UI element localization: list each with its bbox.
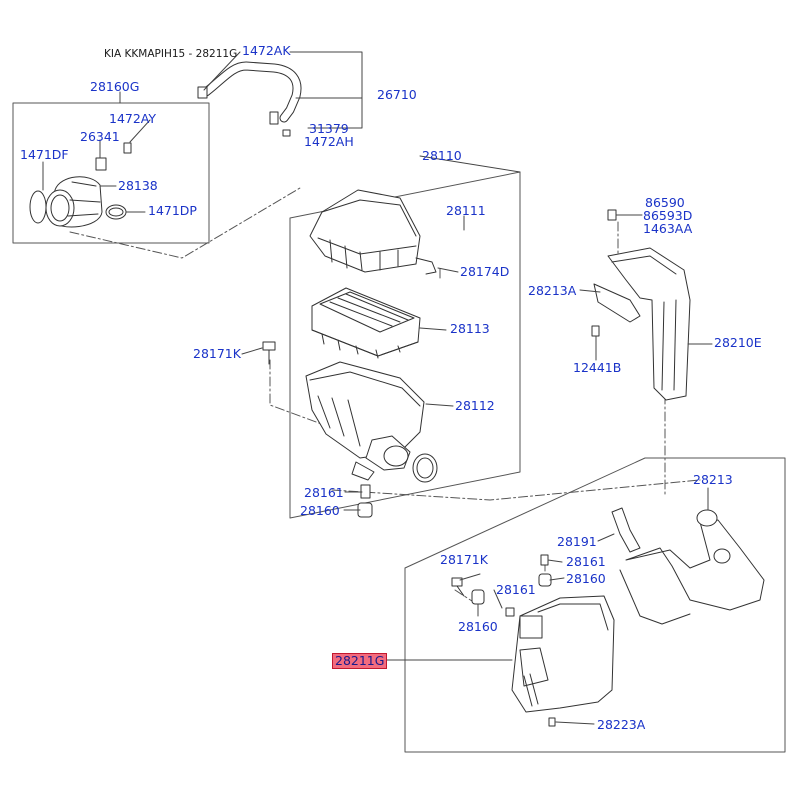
housing-28211g	[451, 554, 615, 727]
hose-26710	[197, 61, 302, 137]
leader-lines	[42, 51, 713, 725]
part-label-28213[interactable]: 28213	[693, 472, 733, 487]
part-label-28161-right[interactable]: 28161	[566, 554, 606, 569]
group-frame-28211g	[404, 457, 786, 753]
part-label-28174d[interactable]: 28174D	[460, 264, 510, 279]
part-label-28111[interactable]: 28111	[446, 203, 486, 218]
part-label-28223a[interactable]: 28223A	[597, 717, 646, 732]
air-cleaner-body-28112	[305, 361, 438, 483]
part-label-28113[interactable]: 28113	[450, 321, 490, 336]
part-label-86590[interactable]: 86590	[645, 195, 685, 210]
part-label-1472ah[interactable]: 1472AH	[304, 134, 354, 149]
part-label-28160-right[interactable]: 28160	[566, 571, 606, 586]
air-guide-28210e	[591, 209, 691, 401]
part-label-28160-top[interactable]: 28160	[300, 503, 340, 518]
part-label-28160g[interactable]: 28160G	[90, 79, 140, 94]
part-label-28161-top[interactable]: 28161	[304, 485, 344, 500]
group-frame-28160g	[12, 102, 210, 244]
part-label-86593d[interactable]: 86593D	[643, 208, 693, 223]
part-label-28211g-highlighted[interactable]: 28211G	[332, 653, 388, 669]
part-label-28160-bottom[interactable]: 28160	[458, 619, 498, 634]
part-label-28110[interactable]: 28110	[422, 148, 462, 163]
air-cleaner-cover-28111	[309, 189, 437, 275]
part-label-28161-mid[interactable]: 28161	[496, 582, 536, 597]
part-label-1472ak[interactable]: 1472AK	[242, 43, 291, 58]
part-label-28138[interactable]: 28138	[118, 178, 158, 193]
diagram-header: KIA KKMAPIH15 - 28211G	[104, 48, 238, 60]
bolt-28171k-top	[262, 341, 276, 365]
part-label-28191[interactable]: 28191	[557, 534, 597, 549]
part-label-26710[interactable]: 26710	[377, 87, 417, 102]
part-label-1463aa[interactable]: 1463AA	[643, 221, 693, 236]
part-label-26341[interactable]: 26341	[80, 129, 120, 144]
part-label-28213a[interactable]: 28213A	[528, 283, 577, 298]
intake-duct-28138	[29, 142, 132, 228]
part-label-28171k-bottom[interactable]: 28171K	[440, 552, 488, 567]
grommets-top	[357, 484, 373, 518]
part-label-28112[interactable]: 28112	[455, 398, 495, 413]
part-label-31379[interactable]: 31379	[309, 121, 349, 136]
part-label-12441b[interactable]: 12441B	[573, 360, 622, 375]
air-filter-28113	[311, 287, 421, 359]
part-label-1472ay[interactable]: 1472AY	[109, 111, 157, 126]
part-label-1471df[interactable]: 1471DF	[20, 147, 69, 162]
part-label-28210e[interactable]: 28210E	[714, 335, 762, 350]
duct-28213	[611, 507, 765, 625]
group-frame-28110	[289, 171, 521, 519]
part-label-1471dp[interactable]: 1471DP	[148, 203, 197, 218]
part-label-28171k-top[interactable]: 28171K	[193, 346, 241, 361]
